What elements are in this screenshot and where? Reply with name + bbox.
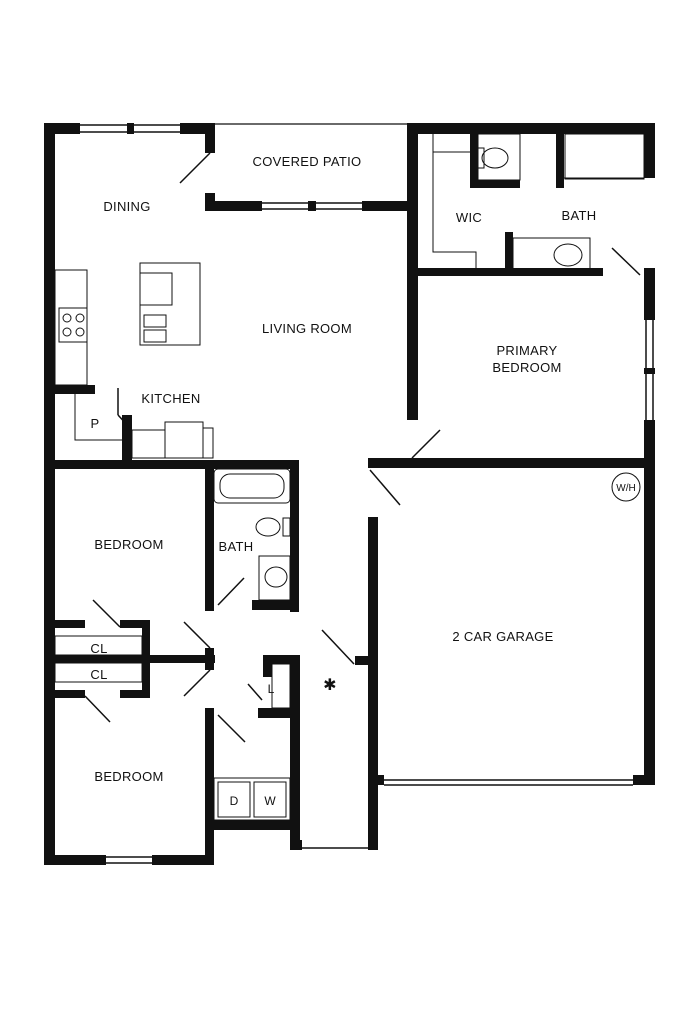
bedroom-lower-label: BEDROOM	[94, 769, 163, 784]
sink-icon	[553, 243, 583, 267]
kitchen-island-icon	[139, 262, 201, 346]
sink-icon-2	[264, 566, 288, 588]
wic-label: WIC	[456, 210, 482, 225]
living-room-label: LIVING ROOM	[262, 321, 352, 336]
linen-label: L	[268, 682, 275, 696]
bathtub-icon	[213, 468, 291, 504]
closet-1-label: CL	[90, 641, 107, 656]
primary-bath-label: BATH	[562, 208, 597, 223]
shower-icon	[564, 133, 645, 180]
hvac-symbol: ✱	[323, 677, 337, 694]
fixtures	[54, 133, 645, 821]
doors	[84, 152, 641, 743]
primary-bedroom-label-1: PRIMARY	[496, 343, 557, 358]
water-heater-label: W/H	[616, 483, 635, 494]
closet-2-label: CL	[90, 667, 107, 682]
toilet-icon-2	[255, 517, 281, 537]
walls	[44, 123, 655, 865]
dining-label: DINING	[103, 199, 150, 214]
pantry-label: P	[91, 416, 100, 431]
water-heater-icon	[611, 472, 641, 502]
primary-bedroom-label-2: BEDROOM	[492, 360, 561, 375]
washer-icon	[253, 781, 287, 818]
washer-label: W	[264, 794, 276, 808]
dryer-icon	[217, 781, 251, 818]
covered-patio-label: COVERED PATIO	[253, 154, 362, 169]
stove-icon	[58, 307, 88, 343]
fridge-icon	[164, 421, 204, 459]
garage-label: 2 CAR GARAGE	[452, 629, 553, 644]
windows	[45, 124, 654, 864]
hall-bath-label: BATH	[219, 539, 254, 554]
dryer-label: D	[230, 794, 239, 808]
toilet-icon	[481, 147, 509, 169]
kitchen-label: KITCHEN	[141, 391, 200, 406]
bedroom-upper-label: BEDROOM	[94, 537, 163, 552]
